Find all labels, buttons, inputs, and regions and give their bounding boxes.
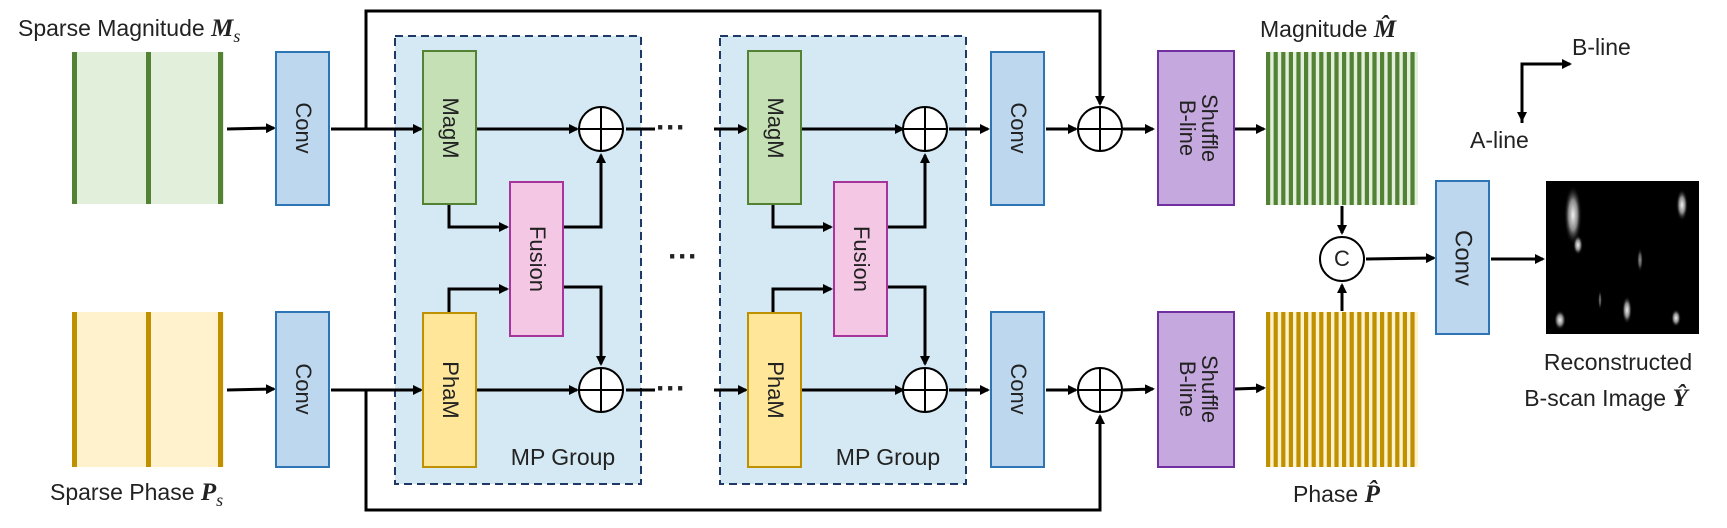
stripe bbox=[1342, 52, 1347, 205]
stripe bbox=[1357, 52, 1362, 205]
conv-block-final: Conv bbox=[1435, 180, 1490, 335]
svg-text:PhaM: PhaM bbox=[763, 361, 788, 418]
adder-mp2-magnitude bbox=[902, 106, 948, 152]
reconstructed-label-line2: B-scan Image Ŷ bbox=[1524, 384, 1690, 412]
svg-text:Fusion: Fusion bbox=[525, 226, 550, 292]
sparse-magnitude-label: Sparse Magnitude Ms bbox=[18, 15, 240, 46]
svg-text:C: C bbox=[1334, 246, 1350, 271]
stripe bbox=[1281, 312, 1286, 467]
svg-text:Shuffle: Shuffle bbox=[1197, 355, 1222, 423]
stripe bbox=[1342, 312, 1347, 467]
stripe bbox=[1380, 312, 1385, 467]
svg-text:Conv: Conv bbox=[1006, 102, 1031, 153]
stripe bbox=[1372, 312, 1377, 467]
svg-text:Conv: Conv bbox=[291, 102, 316, 153]
svg-text:Conv: Conv bbox=[1006, 363, 1031, 414]
stripe bbox=[1410, 312, 1415, 467]
stripe bbox=[1296, 52, 1301, 205]
reconstructed-image bbox=[1546, 181, 1699, 334]
b-line-axis-label: B-line bbox=[1572, 34, 1631, 60]
svg-text:Conv: Conv bbox=[291, 363, 316, 414]
skip-connection-top bbox=[364, 9, 1105, 129]
ellipsis-bottom: ··· bbox=[656, 372, 686, 405]
magnitude-output-label: Magnitude M̂ bbox=[1260, 15, 1397, 43]
conv-block-input-phase: Conv bbox=[275, 311, 330, 468]
stripe bbox=[1364, 312, 1369, 467]
svg-text:MagM: MagM bbox=[438, 97, 463, 158]
phase-output bbox=[1266, 312, 1418, 467]
magm-block-2: MagM bbox=[747, 50, 802, 205]
stripe bbox=[1319, 52, 1324, 205]
svg-text:MagM: MagM bbox=[763, 97, 788, 158]
b-line-shuffle-phase: B-line Shuffle bbox=[1157, 311, 1235, 468]
pham-block-1: PhaM bbox=[422, 312, 477, 468]
stripe bbox=[1387, 52, 1392, 205]
reconstructed-label-line1: Reconstructed bbox=[1544, 349, 1692, 375]
fusion-block-2: Fusion bbox=[833, 181, 888, 337]
stripe bbox=[1357, 312, 1362, 467]
stripe bbox=[1304, 52, 1309, 205]
stripe bbox=[1364, 52, 1369, 205]
magnitude-output bbox=[1266, 52, 1418, 205]
conv-block-output-magnitude: Conv bbox=[990, 51, 1045, 206]
stripe bbox=[1372, 52, 1377, 205]
adder-mp1-phase bbox=[578, 367, 624, 413]
magm-block-1: MagM bbox=[422, 50, 477, 205]
stripe bbox=[1395, 312, 1400, 467]
stripe bbox=[1266, 52, 1271, 205]
stripe bbox=[1380, 52, 1385, 205]
adder-mp2-phase bbox=[902, 367, 948, 413]
mp-group-label-2: MP Group bbox=[836, 444, 940, 470]
b-line-shuffle-magnitude: B-line Shuffle bbox=[1157, 50, 1235, 206]
phase-output-label: Phase P̂ bbox=[1293, 480, 1381, 508]
sparse-phase-label: Sparse Phase Ps bbox=[50, 479, 223, 510]
sparse-phase-input bbox=[72, 312, 224, 467]
stripe bbox=[1402, 52, 1407, 205]
adder-skip-phase bbox=[1077, 367, 1123, 413]
stripe bbox=[1311, 52, 1316, 205]
skip-connection-bottom bbox=[364, 390, 1105, 512]
stripe bbox=[1349, 52, 1354, 205]
svg-text:Conv: Conv bbox=[1450, 230, 1477, 286]
conv-block-input-magnitude: Conv bbox=[275, 51, 330, 206]
a-line-axis-label: A-line bbox=[1470, 127, 1529, 153]
stripe bbox=[1273, 312, 1278, 467]
stripe bbox=[1266, 312, 1271, 467]
stripe bbox=[1410, 52, 1415, 205]
stripe bbox=[1296, 312, 1301, 467]
stripe bbox=[1288, 312, 1293, 467]
concat-node: C bbox=[1319, 236, 1365, 282]
pham-block-2: PhaM bbox=[747, 312, 802, 468]
stripe bbox=[1334, 312, 1339, 467]
sparse-magnitude-input bbox=[72, 52, 224, 204]
axis-legend: B-line A-line bbox=[1470, 34, 1631, 153]
svg-text:PhaM: PhaM bbox=[438, 361, 463, 418]
fusion-block-1: Fusion bbox=[509, 181, 564, 337]
svg-text:Fusion: Fusion bbox=[849, 226, 874, 292]
stripe bbox=[1319, 312, 1324, 467]
mp-group-label-1: MP Group bbox=[511, 444, 615, 470]
stripe bbox=[1281, 52, 1286, 205]
stripe bbox=[1326, 52, 1331, 205]
conv-block-output-phase: Conv bbox=[990, 311, 1045, 468]
stripe bbox=[1311, 312, 1316, 467]
stripe bbox=[1387, 312, 1392, 467]
stripe bbox=[1326, 312, 1331, 467]
ellipsis-middle: ··· bbox=[668, 240, 698, 273]
svg-text:B-line: B-line bbox=[1175, 100, 1200, 156]
adder-skip-magnitude bbox=[1077, 106, 1123, 152]
stripe bbox=[1402, 312, 1407, 467]
stripe bbox=[1349, 312, 1354, 467]
stripe bbox=[1395, 52, 1400, 205]
stripe bbox=[1304, 312, 1309, 467]
ellipsis-top: ··· bbox=[656, 111, 686, 144]
stripe bbox=[1273, 52, 1278, 205]
svg-text:B-line: B-line bbox=[1175, 361, 1200, 417]
stripe bbox=[1288, 52, 1293, 205]
adder-mp1-magnitude bbox=[578, 106, 624, 152]
svg-text:Shuffle: Shuffle bbox=[1197, 94, 1222, 162]
stripe bbox=[1334, 52, 1339, 205]
